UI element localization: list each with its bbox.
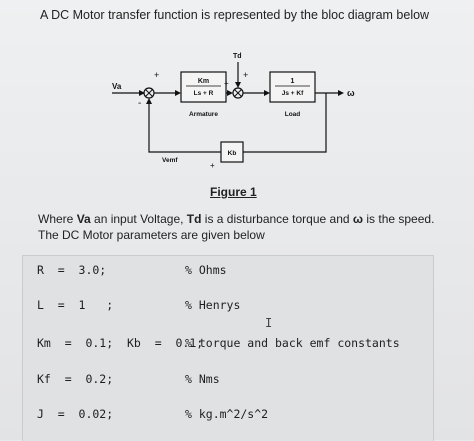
problem-title: A DC Motor transfer function is represen… xyxy=(40,8,430,22)
description-line-1: Where Va an input Voltage, Td is a distu… xyxy=(38,211,458,227)
code-comment-r: % Ohms xyxy=(185,263,227,277)
armature-numerator: Km xyxy=(198,78,209,85)
sum2-plus-sign: + xyxy=(224,79,229,88)
load-block xyxy=(269,71,316,103)
text-cursor-icon: I xyxy=(265,316,273,330)
desc-text: an input Voltage, xyxy=(90,212,187,226)
code-line-l: L = 1 ; xyxy=(37,298,114,312)
armature-denominator: Ls + R xyxy=(194,90,214,97)
desc-text: Where xyxy=(38,212,77,226)
disturbance-label-td: Td xyxy=(233,53,242,60)
load-numerator: 1 xyxy=(291,78,295,85)
sum1-minus-sign: - xyxy=(138,98,141,109)
input-arrowhead xyxy=(139,90,145,96)
armature-to-sum2-arrowhead xyxy=(227,90,233,96)
code-line-km-kb: Km = 0.1; Kb = 0.1; xyxy=(37,336,204,350)
desc-text: is a disturbance torque and xyxy=(201,212,353,226)
matlab-code-block: R = 3.0; % Ohms L = 1 ; % Henrys Km = 0.… xyxy=(22,255,434,441)
load-denominator: Js + Kf xyxy=(282,90,304,97)
kb-label: Kb xyxy=(228,150,237,157)
code-line-r: R = 3.0; xyxy=(37,263,107,277)
armature-caption: Armature xyxy=(189,111,218,118)
back-emf-label: Vemf xyxy=(162,157,178,164)
code-comment-kf: % Nms xyxy=(185,372,220,386)
block-diagram: Va + - Km Ls + R Armature Td + xyxy=(112,53,355,169)
code-comment-l: % Henrys xyxy=(185,298,241,312)
feedback-arrowhead xyxy=(146,98,152,104)
feedback-path-right xyxy=(243,93,327,153)
figure-caption: Figure 1 xyxy=(210,185,257,199)
sum1-plus-sign: + xyxy=(154,70,159,80)
output-arrowhead xyxy=(338,90,344,96)
sum2-to-load-arrowhead xyxy=(264,90,270,96)
load-caption: Load xyxy=(285,111,301,118)
armature-block xyxy=(180,71,227,103)
description-line-2: The DC Motor parameters are given below xyxy=(38,228,265,242)
sum1-to-armature-arrowhead xyxy=(175,90,181,96)
feedback-path-left xyxy=(148,104,221,153)
desc-va: Va xyxy=(76,212,91,226)
summing-junction-1 xyxy=(143,87,155,99)
code-comment-j: % kg.m^2/s^2 xyxy=(185,407,269,421)
summing-junction-2 xyxy=(232,87,244,99)
code-line-kf: Kf = 0.2; xyxy=(37,372,114,386)
desc-omega: ω xyxy=(352,212,364,226)
output-label-omega: ω xyxy=(347,88,355,98)
input-label-va: Va xyxy=(112,82,122,91)
disturbance-arrowhead xyxy=(235,82,241,88)
description: Where Va an input Voltage, Td is a distu… xyxy=(38,211,458,243)
desc-text: is the speed. xyxy=(363,212,435,226)
feedback-plus-sign: + xyxy=(210,161,215,169)
code-line-j: J = 0.02; xyxy=(37,407,114,421)
code-comment-km-kb: % torque and back emf constants xyxy=(185,336,400,350)
desc-td: Td xyxy=(186,212,202,226)
sum2-top-sign: + xyxy=(243,70,248,80)
